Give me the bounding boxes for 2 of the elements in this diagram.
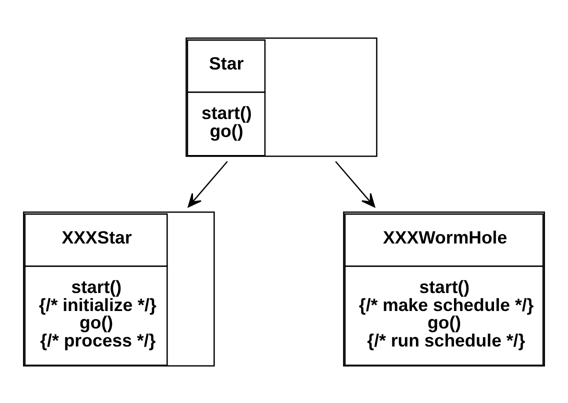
arrow: [335, 160, 376, 207]
arrow: [188, 160, 228, 207]
